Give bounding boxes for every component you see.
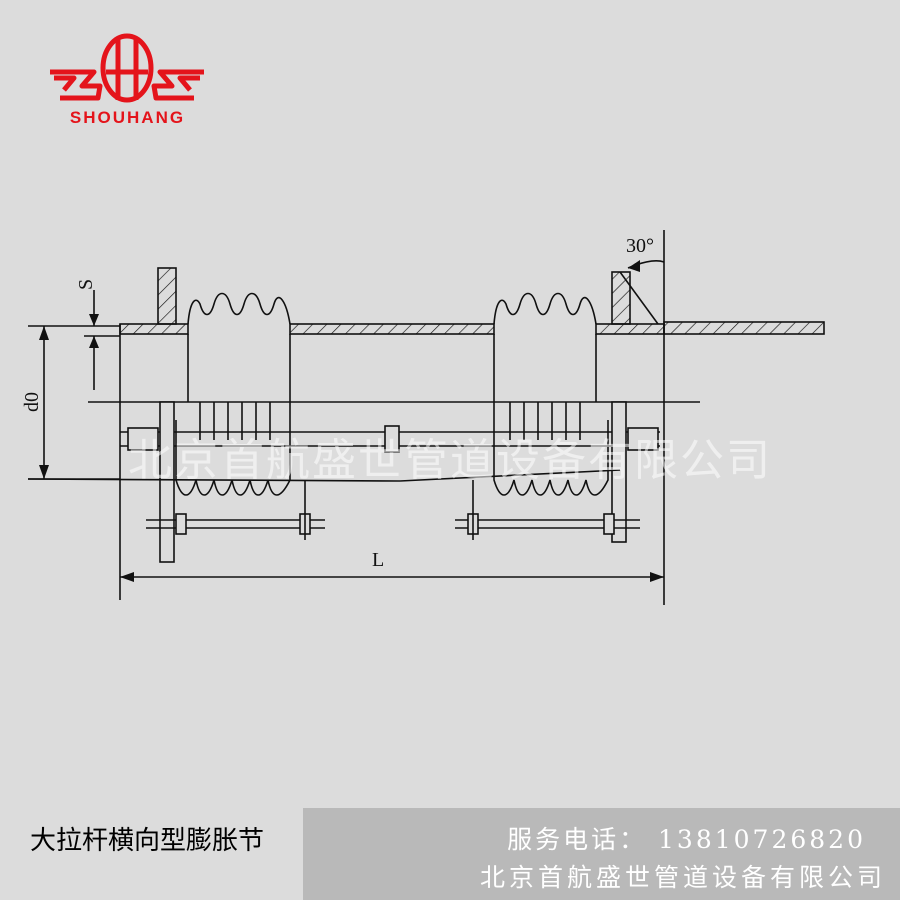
product-title: 大拉杆横向型膨胀节 xyxy=(30,826,265,856)
s-label: S xyxy=(75,279,97,290)
company-name: 北京首航盛世管道设备有限公司 xyxy=(479,863,886,892)
expansion-joint-drawing: S d0 L 30° xyxy=(21,230,825,605)
logo-text: SHOUHANG xyxy=(69,108,186,127)
angle-label: 30° xyxy=(626,235,654,257)
contact-panel: 服务电话： 13810726820 北京首航盛世管道设备有限公司 xyxy=(303,808,900,900)
d0-label: d0 xyxy=(21,392,43,412)
shouhang-logo xyxy=(50,33,204,103)
length-label: L xyxy=(372,549,384,571)
service-phone: 服务电话： 13810726820 xyxy=(507,825,866,854)
